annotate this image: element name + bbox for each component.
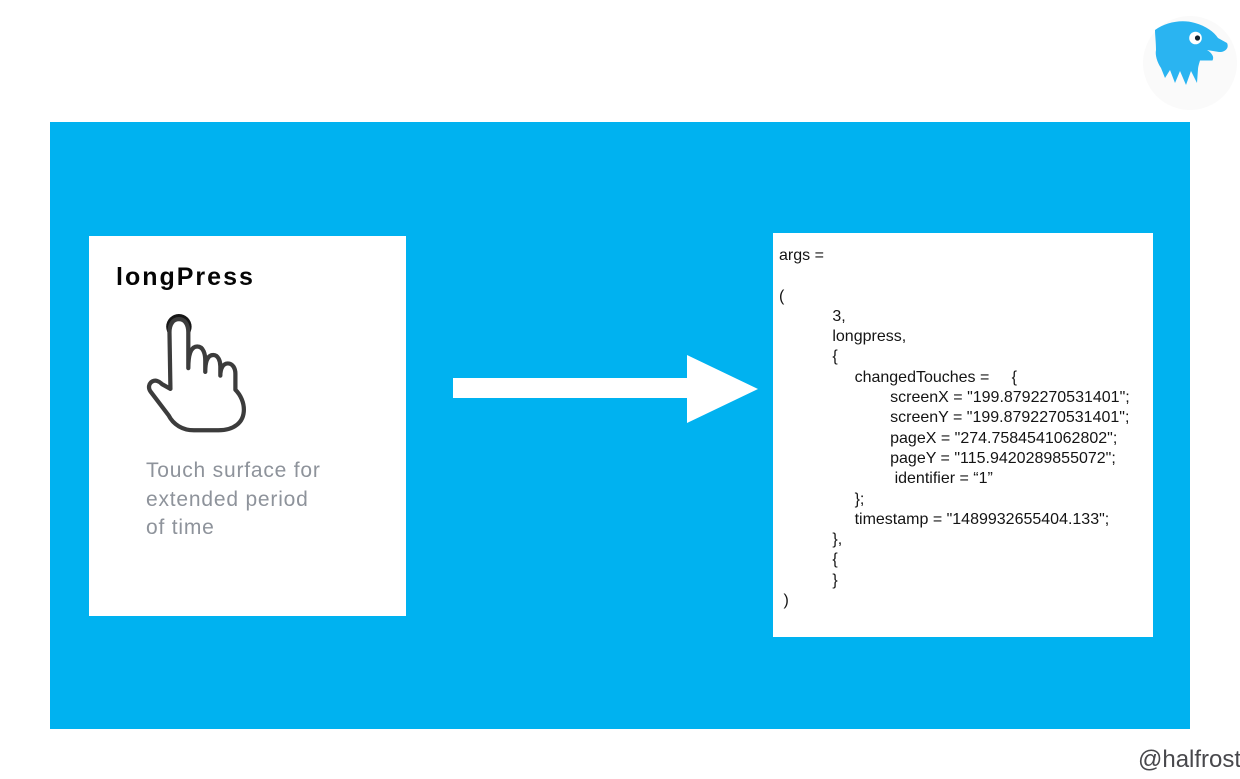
right-arrow-icon (453, 355, 758, 423)
gesture-title: longPress (116, 263, 255, 291)
eagle-pupil (1194, 35, 1201, 41)
pointing-hand-shape (146, 317, 246, 433)
credit-handle: @halfrost (1138, 746, 1240, 773)
long-press-hand-icon (146, 314, 246, 433)
gesture-card: longPress Touch surface for extended per… (89, 236, 406, 616)
arrow-shape (453, 355, 758, 423)
gesture-caption: Touch surface for extended period of tim… (146, 459, 321, 539)
eagle-head-shape (1155, 21, 1228, 85)
args-code-block: args = ( 3, longpress, { changedTouches … (779, 247, 1130, 610)
blue-canvas: longPress Touch surface for extended per… (50, 122, 1190, 729)
halfrost-eagle-icon (1143, 16, 1237, 110)
code-card: args = ( 3, longpress, { changedTouches … (773, 233, 1153, 637)
